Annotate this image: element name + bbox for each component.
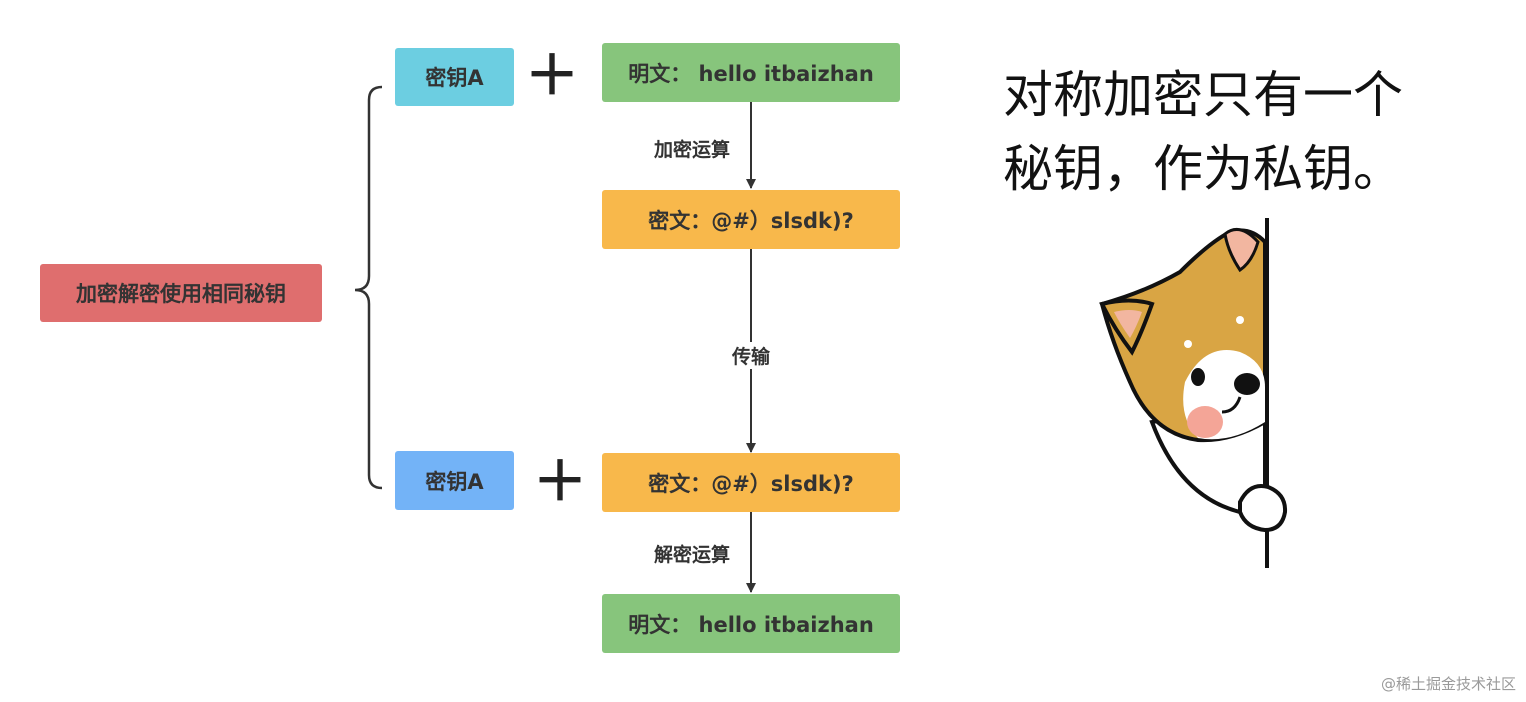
curly-brace — [354, 85, 383, 490]
caption-text: 对称加密只有一个 秘钥，作为私钥。 — [1003, 58, 1403, 206]
edge-label-decrypt: 解密运算 — [651, 540, 733, 567]
plus-icon-bottom: ＋ — [533, 450, 587, 513]
key-a-top: 密钥A — [395, 48, 514, 106]
root-node: 加密解密使用相同秘钥 — [40, 264, 322, 322]
ciphertext-top: 密文：@#）slsdk)? — [602, 190, 900, 249]
key-a-bottom: 密钥A — [395, 451, 514, 510]
key-a-bottom-label: 密钥A — [425, 469, 484, 494]
plaintext-top-label: 明文： hello itbaizhan — [628, 61, 874, 86]
ciphertext-bottom-label: 密文：@#）slsdk)? — [648, 471, 854, 496]
watermark: @稀土掘金技术社区 — [1380, 675, 1516, 693]
caption-line-2: 秘钥，作为私钥。 — [1003, 140, 1403, 198]
shiba-dog-peeking-icon — [1099, 218, 1288, 568]
key-a-top-label: 密钥A — [425, 66, 484, 90]
plaintext-bottom-label: 明文： hello itbaizhan — [628, 612, 874, 637]
edge-label-encrypt: 加密运算 — [651, 135, 733, 162]
plaintext-top: 明文： hello itbaizhan — [602, 43, 900, 102]
root-node-label: 加密解密使用相同秘钥 — [76, 282, 286, 306]
plus-icon-top: ＋ — [525, 44, 579, 107]
ciphertext-top-label: 密文：@#）slsdk)? — [648, 208, 854, 233]
ciphertext-bottom: 密文：@#）slsdk)? — [602, 453, 900, 512]
edge-label-transmit: 传输 — [729, 342, 773, 369]
plaintext-bottom: 明文： hello itbaizhan — [602, 594, 900, 653]
caption-line-1: 对称加密只有一个 — [1003, 66, 1403, 124]
